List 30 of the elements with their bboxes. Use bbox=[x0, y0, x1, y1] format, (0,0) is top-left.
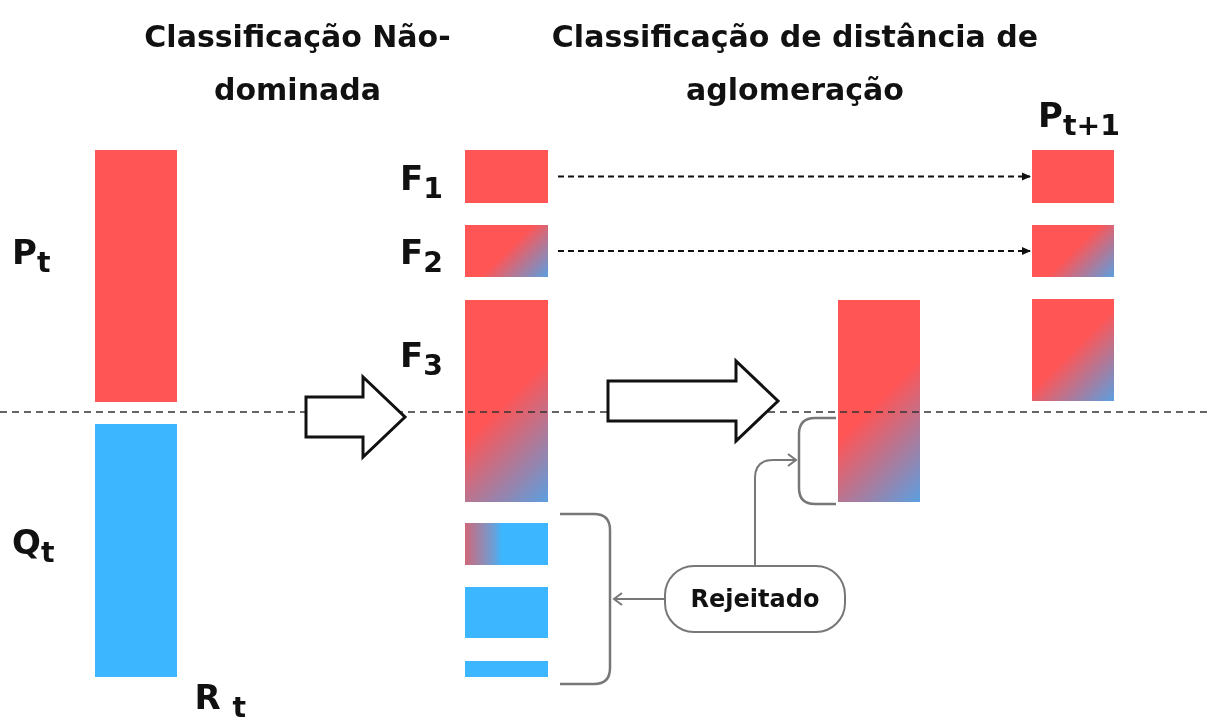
population-label: R $_{t}$ bbox=[194, 677, 246, 724]
population-bar bbox=[465, 587, 548, 638]
column-heading: Classificação Não-dominada bbox=[143, 18, 452, 109]
dashed-arrow bbox=[557, 247, 1031, 255]
population-heading: P$_{t+1}$ bbox=[1038, 95, 1120, 142]
bracket bbox=[797, 416, 836, 506]
set-label: Q$_{t}$ bbox=[12, 522, 55, 569]
set-label: P$_{t}$ bbox=[12, 232, 51, 279]
population-bar bbox=[465, 661, 548, 677]
population-bar bbox=[1032, 150, 1114, 203]
population-bar bbox=[838, 300, 920, 502]
rejected-callout: Rejeitado bbox=[664, 565, 846, 633]
population-bar bbox=[1032, 299, 1114, 401]
block-arrow bbox=[606, 357, 781, 445]
set-label: F$_{1}$ bbox=[400, 158, 443, 205]
population-bar bbox=[465, 300, 548, 502]
set-label: F$_{3}$ bbox=[400, 335, 443, 382]
population-bar bbox=[95, 424, 177, 677]
set-label: F$_{2}$ bbox=[400, 232, 443, 279]
bracket bbox=[560, 512, 612, 686]
dashed-arrow bbox=[557, 172, 1031, 181]
arrow bbox=[754, 453, 797, 566]
arrow bbox=[613, 592, 665, 606]
column-heading: Classificação de distância de aglomeração bbox=[550, 18, 1040, 109]
population-bar bbox=[465, 225, 548, 277]
population-bar bbox=[465, 523, 548, 565]
population-bar bbox=[1032, 225, 1114, 277]
block-arrow bbox=[304, 373, 408, 461]
population-bar bbox=[95, 150, 177, 402]
population-bar bbox=[465, 150, 548, 203]
